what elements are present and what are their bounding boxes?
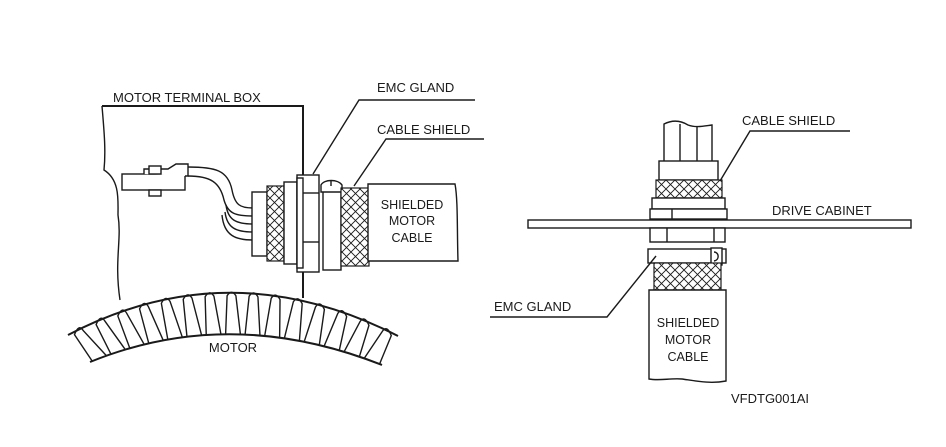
figure-id: VFDTG001AI <box>731 391 809 406</box>
emc-gland-label-left: EMC GLAND <box>377 80 454 95</box>
cable-label-right-line1: SHIELDED <box>657 316 720 330</box>
drive-cabinet-plate <box>527 219 912 229</box>
motor-housing: MOTOR <box>67 291 399 366</box>
cable-label-line1: SHIELDED <box>381 198 444 212</box>
motor-terminal-box-label: MOTOR TERMINAL BOX <box>113 90 261 105</box>
cable-label-line2: MOTOR <box>389 214 435 228</box>
cooling-fin <box>224 291 242 335</box>
cooling-fin <box>323 310 348 351</box>
cable-shield-label-left: CABLE SHIELD <box>377 122 470 137</box>
right-diagram-cabinet-connection: SHIELDED MOTOR CABLE CABLE SHIELD DRIVE … <box>490 113 912 406</box>
left-diagram-motor-connection: SHIELDED MOTOR CABLE MOTOR MOTOR TERMINA… <box>67 80 484 366</box>
cable-shield-braid-outer <box>340 187 370 267</box>
gland-inner-sleeve-right <box>658 160 719 181</box>
cooling-fin <box>182 294 203 337</box>
bolt-top <box>148 165 162 175</box>
emc-gland-leader-right <box>490 255 657 318</box>
gland-nut <box>283 181 298 265</box>
gland-nut-top <box>651 197 726 210</box>
cable-label-line3: CABLE <box>392 231 433 245</box>
cooling-fin <box>138 302 164 344</box>
cooling-fin <box>244 292 261 336</box>
cable-shield-leader-left <box>353 138 484 187</box>
cable-shield-leader-right <box>719 130 850 182</box>
cooling-fin <box>117 309 145 349</box>
cable-label-right-line2: MOTOR <box>665 333 711 347</box>
cooling-fin <box>204 292 222 335</box>
motor-label: MOTOR <box>209 340 257 355</box>
cooling-fin <box>303 303 326 346</box>
shield-clamp <box>322 190 342 271</box>
clamp-screw <box>320 179 343 193</box>
emc-gland-label-right: EMC GLAND <box>494 299 571 314</box>
cooling-fin <box>263 294 281 338</box>
cooling-fin <box>283 298 303 341</box>
motor-cooling-fins <box>73 291 393 365</box>
cooling-fin <box>95 317 126 355</box>
cable-shield-braid-bottom <box>653 262 722 291</box>
shielded-motor-cable-right <box>648 289 727 383</box>
gland-body-top <box>649 208 728 220</box>
cooling-fin <box>160 297 184 340</box>
cable-shield-braid-top <box>655 179 723 199</box>
gland-inner-sleeve <box>251 191 268 257</box>
cooling-fin <box>343 318 370 357</box>
cooling-fin <box>363 327 393 365</box>
gland-body-bottom <box>649 227 726 243</box>
bolt-bottom <box>148 189 162 197</box>
terminal-lug <box>121 163 189 197</box>
emc-gland-leader-left <box>312 99 475 175</box>
drive-cabinet-label: DRIVE CABINET <box>772 203 872 218</box>
shielded-motor-cable <box>367 183 459 262</box>
cable-shield-braid-inner <box>266 185 285 262</box>
motor-conductors <box>187 166 254 241</box>
cooling-fin <box>73 327 107 362</box>
cable-shield-label-right: CABLE SHIELD <box>742 113 835 128</box>
cable-label-right-line3: CABLE <box>668 350 709 364</box>
